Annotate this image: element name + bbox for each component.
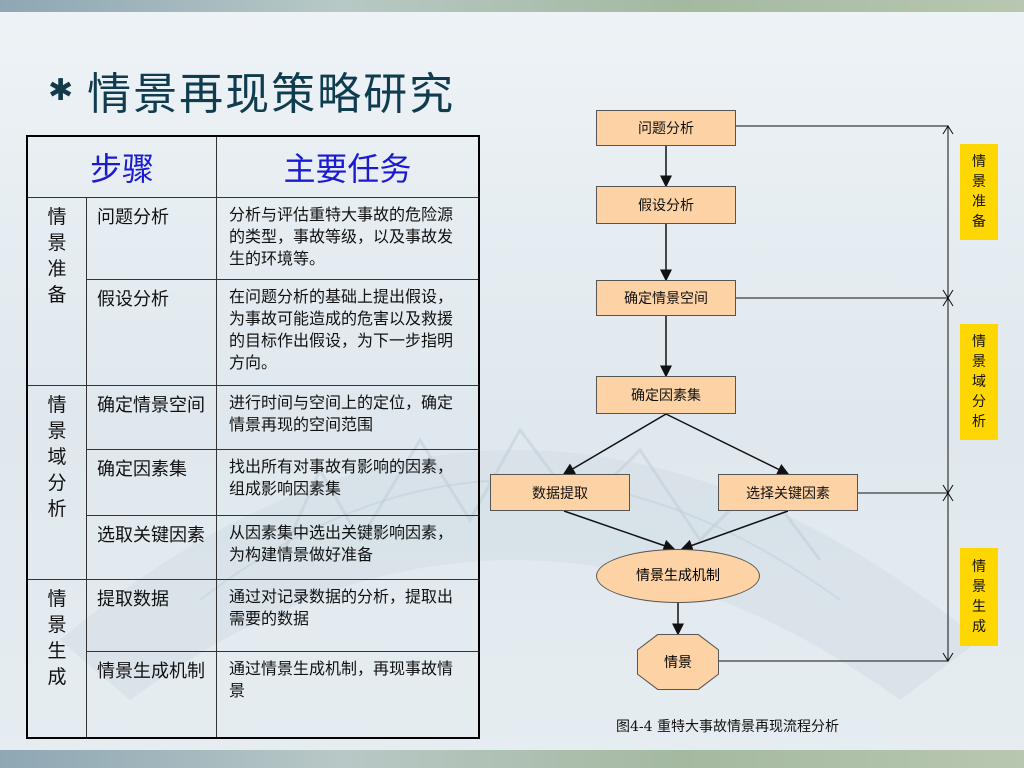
task-cell: 在问题分析的基础上提出假设，为事故可能造成的危害以及救援的目标作出假设，为下一步… [216,279,480,386]
stage-cell: 情景准备 [26,197,87,386]
table-row: 选取关键因素 从因素集中选出关键影响因素，为构建情景做好准备 [27,515,480,580]
task-cell: 找出所有对事故有影响的因素，组成影响因素集 [216,449,480,516]
node-factor-set: 确定因素集 [596,376,736,414]
flow-diagram: 问题分析 假设分析 确定情景空间 确定因素集 数据提取 选择关键因素 情景生成机… [480,100,1024,750]
task-cell: 通过情景生成机制，再现事故情景 [216,651,480,738]
phase-label: 情景准备 [972,154,986,230]
table-row: 情景生成 提取数据 通过对记录数据的分析，提取出需要的数据 [26,579,480,738]
page-title: ✱ 情景再现策略研究 [48,58,455,122]
flow-connectors [562,125,954,662]
bullet-asterisk-icon: ✱ [48,72,74,108]
task-cell: 从因素集中选出关键影响因素，为构建情景做好准备 [216,515,480,580]
table-row: 情景生成机制 通过情景生成机制，再现事故情景 [27,651,480,738]
table-header-row: 步骤 主要任务 [26,135,480,198]
node-scene-octagon: 情景 [637,634,719,690]
phase-generation: 情景生成 [960,548,998,646]
stage-label: 情景域分析 [47,394,67,520]
task-cell: 分析与评估重特大事故的危险源的类型，事故等级，以及事故发生的环境等。 [216,197,480,280]
step-cell: 确定情景空间 [86,385,217,450]
node-scene: 情景 [638,635,718,689]
node-hypothesis-analysis: 假设分析 [596,186,736,224]
step-cell: 假设分析 [86,279,217,386]
stage-label: 情景生成 [47,588,67,688]
step-cell: 提取数据 [86,579,217,652]
steps-table: 步骤 主要任务 情景准备 问题分析 分析与评估重特大事故的危险源的类型，事故等级… [26,135,480,739]
header-task: 主要任务 [216,135,480,198]
phase-label: 情景生成 [972,559,986,635]
phase-domain-analysis: 情景域分析 [960,324,998,440]
step-cell: 问题分析 [86,197,217,280]
step-cell: 选取关键因素 [86,515,217,580]
node-scene-space: 确定情景空间 [596,280,736,316]
step-cell: 确定因素集 [86,449,217,516]
task-cell: 通过对记录数据的分析，提取出需要的数据 [216,579,480,652]
phase-label: 情景域分析 [972,334,986,430]
step-cell: 情景生成机制 [86,651,217,738]
header-step: 步骤 [26,135,217,198]
table-row: 情景准备 问题分析 分析与评估重特大事故的危险源的类型，事故等级，以及事故发生的… [26,197,480,386]
stage-cell: 情景生成 [26,579,87,738]
page-title-text: 情景再现策略研究 [87,69,456,120]
node-generation-mechanism: 情景生成机制 [596,549,760,603]
task-cell: 进行时间与空间上的定位，确定情景再现的空间范围 [216,385,480,450]
node-problem-analysis: 问题分析 [596,110,736,146]
figure-caption: 图4-4 重特大事故情景再现流程分析 [616,719,839,735]
node-key-factors: 选择关键因素 [718,474,858,511]
node-data-extract: 数据提取 [490,474,630,511]
phase-preparation: 情景准备 [960,144,998,240]
stage-label: 情景准备 [47,206,67,306]
stage-cell: 情景域分析 [26,385,87,580]
top-decor-band [0,0,1024,12]
table-row: 确定因素集 找出所有对事故有影响的因素，组成影响因素集 [27,449,480,516]
table-row: 假设分析 在问题分析的基础上提出假设，为事故可能造成的危害以及救援的目标作出假设… [27,279,480,386]
bottom-decor-band [0,750,1024,768]
table-row: 情景域分析 确定情景空间 进行时间与空间上的定位，确定情景再现的空间范围 [26,385,480,580]
